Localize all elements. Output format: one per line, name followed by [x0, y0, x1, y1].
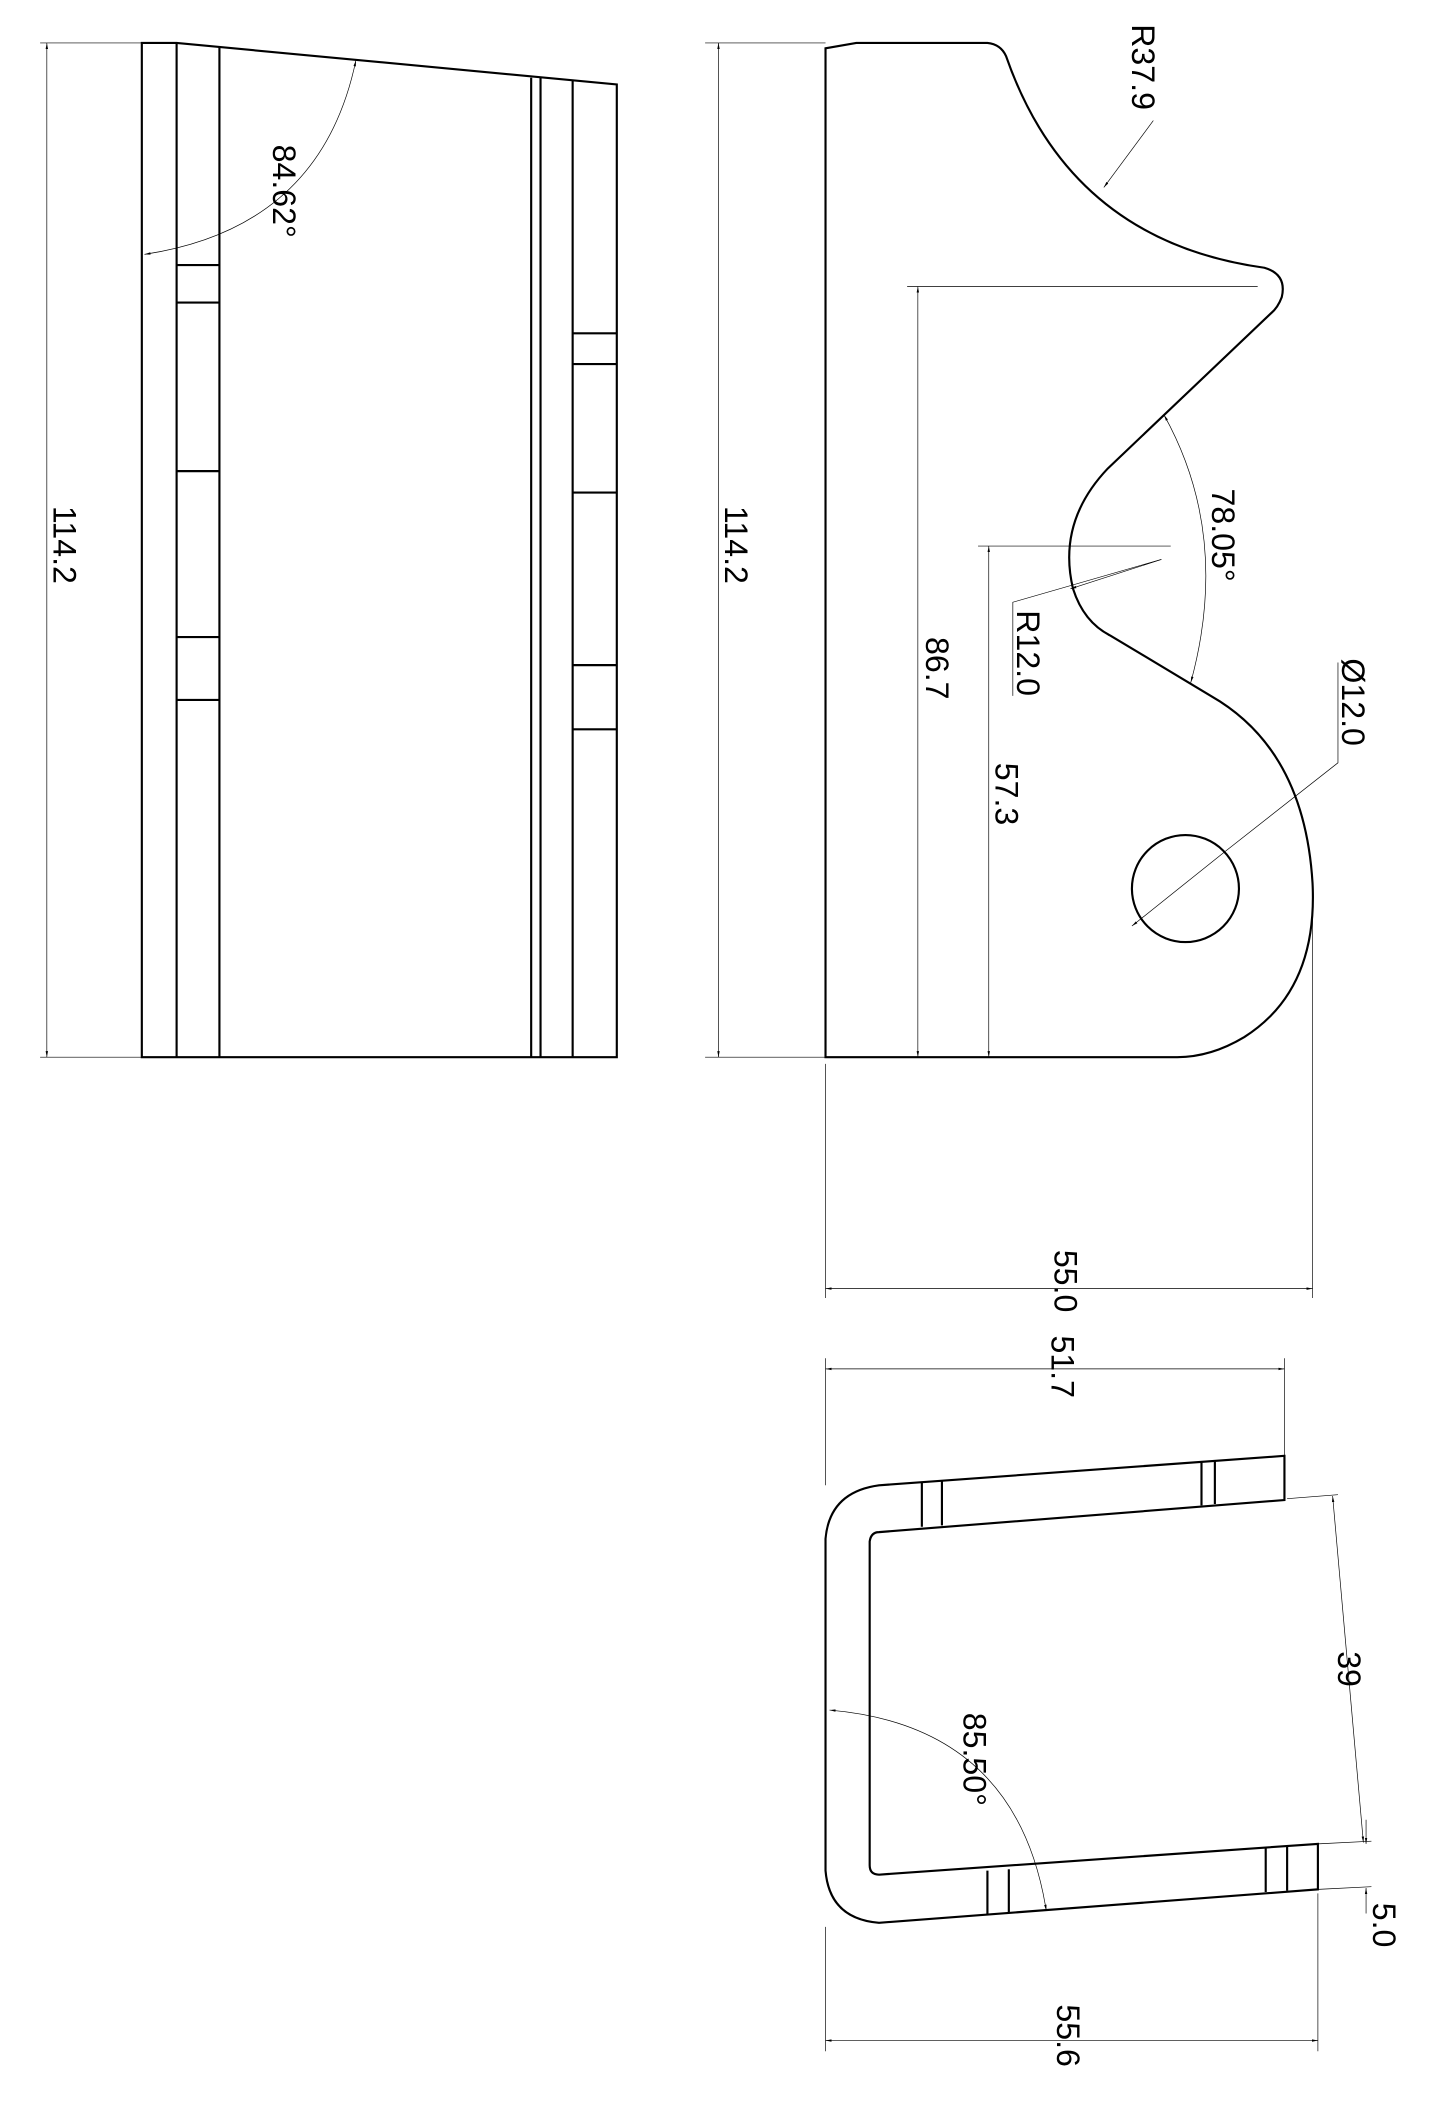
profile-angle-dim: 78.05°: [1205, 489, 1241, 582]
width-outer-dim: 55.6: [1050, 2004, 1086, 2066]
top-view: 51.7 55.6 39 5.0 85.50°: [824, 1335, 1402, 2067]
side-height-dim: 114.2: [47, 506, 83, 584]
width-dim: 55.0: [1047, 1250, 1083, 1313]
side-angle-dim: 84.62°: [266, 145, 302, 238]
hole-dim: Ø12.0: [1335, 658, 1371, 745]
radius-large-dim: R37.9: [1125, 24, 1161, 110]
width-inner-dim: 51.7: [1045, 1335, 1081, 1398]
thickness-dim: 5.0: [1366, 1903, 1402, 1948]
height-lower-dim: 57.3: [988, 763, 1024, 825]
height-upper-dim: 86.7: [919, 637, 955, 699]
profile-view: 114.2 R37.9 78.05° R12.0 Ø12.0 86.7 57.3…: [705, 24, 1371, 1312]
profile-height-dim: 114.2: [718, 506, 754, 584]
side-view: 114.2 84.62°: [40, 41, 618, 1059]
top-angle-dim: 85.50°: [956, 1713, 992, 1806]
radius-small-dim: R12.0: [1010, 610, 1046, 696]
gap-dim: 39: [1331, 1651, 1367, 1687]
